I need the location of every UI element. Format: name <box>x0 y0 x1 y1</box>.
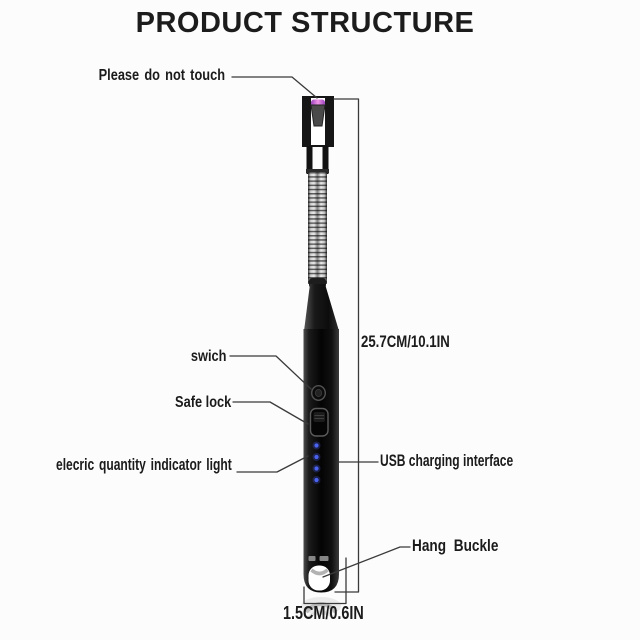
label-safe-lock: Safe lock <box>174 394 231 411</box>
leader-line-indicator <box>236 455 309 473</box>
hang-buckle-hole <box>308 565 330 591</box>
flexible-neck <box>308 172 327 284</box>
leader-line-switch <box>229 355 312 390</box>
led-indicators <box>312 441 321 484</box>
label-do-not-touch: Please do not touch <box>98 67 225 84</box>
electrode <box>310 104 326 127</box>
label-hang-buckle: Hang Buckle <box>412 536 499 555</box>
neck-cone <box>304 278 339 331</box>
label-battery-indicator: elecric quantity indicator light <box>56 456 232 474</box>
lighter-head <box>302 96 334 174</box>
label-switch: swich <box>190 348 226 365</box>
label-usb: USB charging interface <box>380 452 514 470</box>
leader-line-hang-buckle <box>322 546 411 578</box>
dimension-length-text: 25.7CM/10.1IN <box>361 333 450 351</box>
usb-port <box>309 407 329 437</box>
leader-line-do-not-touch <box>231 76 318 99</box>
lighter-body <box>303 329 339 593</box>
switch-button <box>311 385 327 402</box>
cert-marks <box>308 556 329 561</box>
page-title: PRODUCT STRUCTURE <box>135 7 475 39</box>
dimension-bracket-width <box>303 557 347 605</box>
dimension-line-length <box>333 98 360 593</box>
leader-line-safe-lock <box>232 401 309 425</box>
dimension-width-text: 1.5CM/0.6IN <box>283 603 364 623</box>
